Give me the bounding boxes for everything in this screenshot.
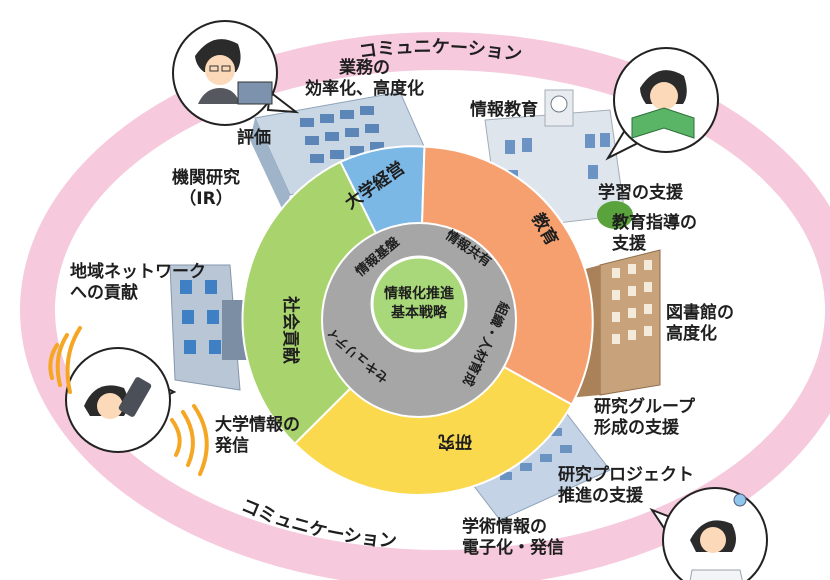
label-university-info: 大学情報の 発信 <box>215 415 300 456</box>
label-efficiency: 業務の 効率化、高度化 <box>305 58 424 99</box>
label-research-project: 研究プロジェクト 推進の支援 <box>558 465 694 506</box>
label-info-education: 情報教育 <box>470 100 538 120</box>
outer-label-research: 研究 <box>438 431 472 452</box>
center-circle <box>370 255 468 353</box>
label-library: 図書館の 高度化 <box>666 303 734 344</box>
label-evaluation: 評価 <box>237 128 271 148</box>
office-worker-pc-icon <box>172 20 300 126</box>
office-building-icon <box>169 264 252 391</box>
student-reading-icon <box>605 47 719 161</box>
label-regional-network: 地域ネットワーク への貢献 <box>70 262 206 303</box>
sound-waves-icon <box>48 326 209 476</box>
label-academic-info: 学術情報の 電子化・発信 <box>462 517 564 558</box>
label-ir: 機関研究 （IR） <box>172 168 240 209</box>
label-learning-support: 学習の支援 <box>598 183 683 203</box>
research-building-icon <box>449 404 611 521</box>
center-label-line1: 情報化推進 <box>384 285 454 302</box>
phone-caller-icon <box>65 347 177 453</box>
center-label-line2: 基本戦略 <box>391 304 448 321</box>
label-education-guidance: 教育指導の 支援 <box>612 213 697 254</box>
outer-label-social: 社会貢献 <box>280 295 301 364</box>
label-research-group: 研究グループ 形成の支援 <box>594 397 695 438</box>
researcher-microscope-icon <box>649 487 768 580</box>
